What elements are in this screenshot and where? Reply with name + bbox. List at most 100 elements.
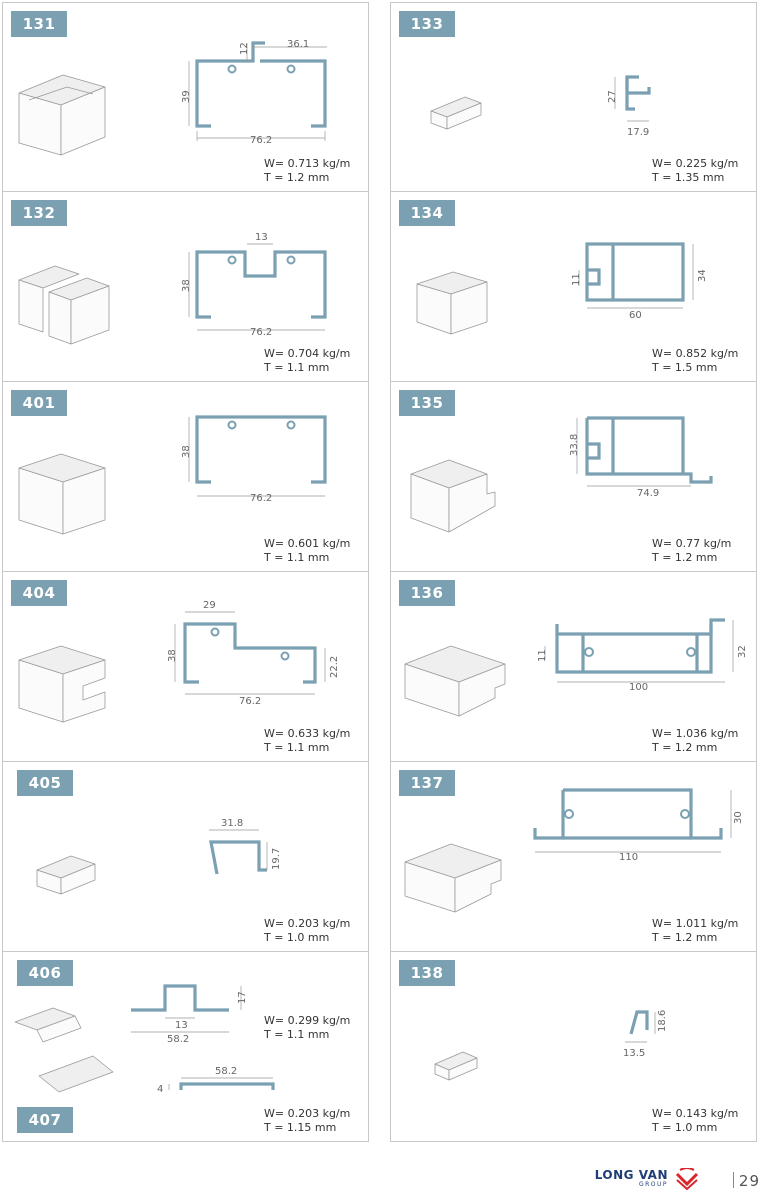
profile-code: 137	[399, 770, 455, 796]
weight-text: W= 0.601 kg/m	[264, 537, 351, 550]
profile-code-secondary: 407	[17, 1107, 73, 1133]
brand-mark-icon	[675, 1168, 699, 1190]
section-view: 38 76.2	[181, 415, 327, 504]
dim-label: 76.2	[250, 327, 272, 338]
profile-card-131: 131 76.2 39 36.1 12	[2, 2, 369, 192]
dim-label: 31.8	[221, 818, 243, 829]
thickness-text: T = 1.5 mm	[652, 361, 718, 374]
profile-card-406-407: 406 407 17 13 58.2 58.2 4	[2, 952, 369, 1142]
profile-card-134: 134 11 34 60 W= 0.852 kg/m T = 1.5 mm	[390, 192, 757, 382]
dim-label: 4	[157, 1084, 163, 1095]
profile-card-138: 138 18.6 13.5 W= 0.143 kg/m T = 1.0 mm	[390, 952, 757, 1142]
dim-label: 13.5	[623, 1048, 645, 1059]
thickness-text: T = 1.15 mm	[264, 1121, 337, 1134]
profile-card-401: 401 38 76.2 W= 0.601 kg/m T = 1.1 mm	[2, 382, 369, 572]
profile-specs: W= 0.143 kg/m T = 1.0 mm	[652, 1107, 744, 1135]
dim-label: 60	[629, 310, 642, 321]
section-view: 11 32 100	[537, 618, 748, 693]
page-number: 29	[738, 1172, 760, 1190]
dim-label: 18.6	[657, 1010, 668, 1032]
profile-card-132: 132 13 38 76.2 W= 0.704 kg/m	[2, 192, 369, 382]
profile-specs: W= 0.633 kg/m T = 1.1 mm	[264, 727, 356, 755]
thickness-text: T = 1.1 mm	[264, 361, 330, 374]
profile-code: 401	[11, 390, 67, 416]
brand-name: LONG VAN	[594, 1168, 668, 1182]
iso-view	[404, 843, 502, 913]
section-view: 31.8 19.7	[209, 818, 282, 875]
weight-text: W= 1.011 kg/m	[652, 917, 739, 930]
dim-label: 11	[537, 649, 548, 662]
thickness-text: T = 1.0 mm	[652, 1121, 718, 1134]
profile-card-133: 133 27 17.9 W= 0.225 kg/m T = 1.35 mm	[390, 2, 757, 192]
profile-code: 131	[11, 11, 67, 37]
left-column: 131 76.2 39 36.1 12	[2, 2, 369, 1142]
dim-label: 76.2	[239, 696, 261, 707]
dim-label: 74.9	[637, 488, 659, 499]
profile-card-137: 137 30 110 W= 1.011 kg/m T = 1.2 mm	[390, 762, 757, 952]
dim-label: 33.8	[569, 434, 580, 456]
iso-view	[36, 855, 96, 895]
brand-logo: LONG VAN GROUP	[595, 1168, 700, 1190]
weight-text: W= 0.225 kg/m	[652, 157, 739, 170]
dim-label: 76.2	[250, 135, 272, 146]
profile-specs: W= 0.203 kg/m T = 1.0 mm	[264, 917, 356, 945]
dim-label: 17.9	[627, 127, 649, 138]
thickness-text: T = 1.2 mm	[652, 551, 718, 564]
profile-diagram: 30 110	[404, 788, 744, 913]
profile-specs: W= 0.77 kg/m T = 1.2 mm	[652, 537, 744, 565]
profile-card-136: 136 11 32 100 W= 1.	[390, 572, 757, 762]
profile-specs: W= 0.852 kg/m T = 1.5 mm	[652, 347, 744, 375]
profile-code: 132	[11, 200, 67, 226]
dim-label: 12	[239, 42, 250, 55]
profile-specs: W= 0.713 kg/m T = 1.2 mm	[264, 157, 356, 185]
iso-view	[430, 96, 482, 130]
profile-specs: W= 1.036 kg/m T = 1.2 mm	[652, 727, 744, 755]
section-view: 33.8 74.9	[569, 416, 713, 499]
dim-label: 36.1	[287, 39, 309, 50]
weight-text: W= 0.633 kg/m	[264, 727, 351, 740]
profile-specs: W= 0.601 kg/m T = 1.1 mm	[264, 537, 356, 565]
profile-code: 406	[17, 960, 73, 986]
dim-label: 32	[737, 645, 748, 658]
right-column: 133 27 17.9 W= 0.225 kg/m T = 1.35 mm	[390, 2, 757, 1142]
profile-diagram: 27 17.9	[430, 75, 651, 138]
profile-specs-secondary: W= 0.203 kg/m T = 1.15 mm	[264, 1107, 356, 1135]
weight-text: W= 0.852 kg/m	[652, 347, 739, 360]
thickness-text: T = 1.1 mm	[264, 551, 330, 564]
iso-view	[18, 74, 106, 156]
iso-view	[404, 645, 506, 717]
dim-label: 38	[181, 445, 192, 458]
profile-code: 134	[399, 200, 455, 226]
dim-label: 38	[167, 649, 178, 662]
dim-label: 27	[607, 90, 618, 103]
dim-label: 22.2	[329, 656, 340, 678]
dim-label: 30	[733, 811, 744, 824]
dim-label: 13	[255, 232, 268, 243]
dim-label: 100	[629, 682, 648, 693]
section-view-407: 58.2 4	[157, 1066, 275, 1095]
section-view: 13 38 76.2	[181, 232, 327, 338]
profile-diagram: 17 13 58.2 58.2 4	[14, 984, 275, 1095]
dim-label: 110	[619, 852, 638, 863]
thickness-text: T = 1.0 mm	[264, 931, 330, 944]
iso-view	[410, 459, 496, 533]
weight-text: W= 0.299 kg/m	[264, 1014, 351, 1027]
profile-diagram: 76.2 39 36.1 12	[18, 39, 327, 156]
profile-specs: W= 1.011 kg/m T = 1.2 mm	[652, 917, 744, 945]
dim-label: 39	[181, 90, 192, 103]
weight-text: W= 0.203 kg/m	[264, 917, 351, 930]
thickness-text: T = 1.1 mm	[264, 741, 330, 754]
profile-card-405: 405 31.8 19.7 W= 0.203 kg/m T = 1.0 mm	[2, 762, 369, 952]
profile-card-404: 404 29 38 22.2 76.2 W= 0.633	[2, 572, 369, 762]
dim-label: 58.2	[215, 1066, 237, 1077]
section-view: 30 110	[533, 788, 744, 863]
section-view: 18.6 13.5	[623, 1010, 668, 1059]
profile-specs: W= 0.704 kg/m T = 1.1 mm	[264, 347, 356, 375]
profile-diagram: 13 38 76.2	[18, 232, 327, 345]
section-view: 76.2 39 36.1 12	[181, 39, 327, 146]
iso-view	[18, 645, 106, 723]
profile-specs: W= 0.225 kg/m T = 1.35 mm	[652, 157, 744, 185]
profile-diagram: 11 34 60	[416, 242, 708, 335]
thickness-text: T = 1.1 mm	[264, 1028, 330, 1041]
thickness-text: T = 1.35 mm	[652, 171, 725, 184]
